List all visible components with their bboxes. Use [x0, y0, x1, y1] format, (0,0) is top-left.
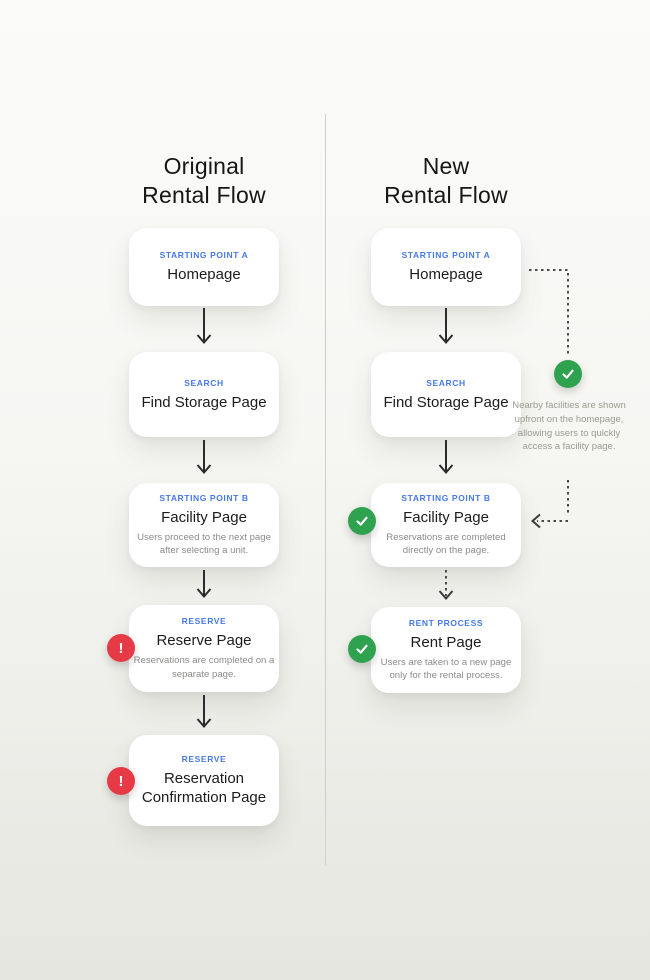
node-title: Facility Page [403, 508, 489, 526]
checkmark-icon [356, 516, 368, 526]
title-line: Rental Flow [142, 182, 266, 208]
node-tag: SEARCH [426, 377, 466, 388]
node-tag: SEARCH [184, 377, 224, 388]
node-tag: RESERVE [181, 754, 227, 764]
title-line: Original [163, 153, 245, 179]
check-badge [554, 360, 582, 388]
node-original-homepage: STARTING POINT A Homepage [129, 228, 279, 306]
flow-arrow-down [196, 695, 212, 729]
node-tag: RENT PROCESS [408, 617, 484, 628]
flow-arrow-down [196, 308, 212, 345]
node-title: Homepage [167, 266, 241, 283]
node-title: Homepage [409, 266, 483, 283]
node-original-find-storage: SEARCH Find Storage Page [129, 352, 279, 437]
title-line: Rental Flow [384, 182, 508, 208]
node-tag: STARTING POINT A [401, 250, 491, 260]
flow-arrow-down [196, 570, 212, 599]
node-original-facility-page: STARTING POINT B Facility Page Users pro… [129, 483, 279, 567]
checkmark-icon [562, 369, 574, 379]
flow-arrow-down [196, 440, 212, 475]
annotation-note: Nearby facilities are shown upfront on t… [512, 400, 626, 453]
node-new-homepage: STARTING POINT A Homepage [371, 228, 521, 306]
node-description: Reservations are completed on a separate… [133, 655, 275, 680]
flow-arrow-down [438, 440, 454, 475]
node-tag: STARTING POINT B [159, 492, 249, 503]
title-line: New [422, 153, 470, 179]
original-flow-title: Original Rental Flow [94, 152, 314, 210]
node-description: Users are taken to a new page only for t… [380, 656, 512, 682]
node-title: Find Storage Page [141, 393, 267, 411]
node-tag: RESERVE [181, 616, 227, 626]
checkmark-icon [356, 644, 368, 654]
check-badge [348, 507, 376, 535]
node-description: Users proceed to the next page after sel… [137, 531, 271, 557]
node-title: Reserve Page [156, 632, 252, 649]
new-flow-title: New Rental Flow [336, 152, 556, 210]
exclamation-icon: ! [118, 772, 124, 790]
exclamation-icon: ! [118, 639, 124, 657]
node-title: Find Storage Page [383, 393, 509, 411]
node-new-rent-page: RENT PROCESS Rent Page Users are taken t… [371, 607, 521, 693]
node-title: Facility Page [161, 508, 247, 526]
node-title: Reservation Confirmation Page [141, 770, 267, 806]
node-original-reserve-page: RESERVE Reserve Page Reservations are co… [129, 605, 279, 692]
node-new-find-storage: SEARCH Find Storage Page [371, 352, 521, 437]
node-title: Rent Page [410, 633, 482, 651]
node-original-reservation-confirmation: RESERVE Reservation Confirmation Page [129, 735, 279, 826]
node-description: Reservations are completed directly on t… [386, 531, 506, 557]
check-badge [348, 635, 376, 663]
alert-badge: ! [107, 767, 135, 795]
column-divider [325, 114, 326, 865]
alert-badge: ! [107, 634, 135, 662]
node-tag: STARTING POINT A [159, 250, 249, 260]
node-new-facility-page: STARTING POINT B Facility Page Reservati… [371, 483, 521, 567]
node-tag: STARTING POINT B [401, 492, 491, 503]
dashed-flow-arrow-down [438, 570, 454, 601]
flow-arrow-down [438, 308, 454, 345]
